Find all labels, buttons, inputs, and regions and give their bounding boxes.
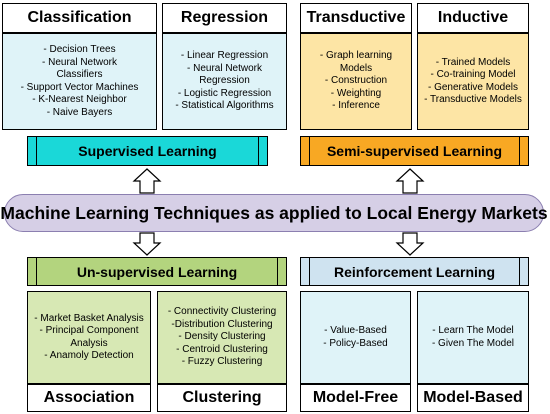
model-based-title: Model-Based [417, 384, 529, 412]
banner-tab-left [28, 137, 37, 165]
down-arrow-right [395, 232, 425, 256]
ml-techniques-label: Machine Learning Techniques as applied t… [0, 202, 548, 223]
semi-supervised-learning-banner: Semi-supervised Learning [300, 136, 529, 166]
list-item: - Co-training Model [430, 69, 516, 80]
classification-items: - Decision Trees- Neural Network Classif… [2, 33, 157, 130]
list-item: - Value-Based [324, 325, 387, 336]
ml-techniques-oval: Machine Learning Techniques as applied t… [0, 194, 548, 232]
regression-items: - Linear Regression- Neural Network Regr… [162, 33, 287, 130]
transductive-items: - Graph learning Models- Construction- W… [300, 33, 412, 130]
semi-supervised-learning-label: Semi-supervised Learning [326, 143, 503, 159]
model-based-items: - Learn The Model- Given The Model [417, 291, 529, 384]
banner-tab-right [258, 137, 267, 165]
list-item: - Density Clustering [178, 331, 266, 343]
association-items: - Market Basket Analysis- Principal Comp… [27, 291, 151, 384]
down-arrow-left [132, 232, 162, 256]
banner-tab-right [277, 258, 286, 285]
list-item: - Inference [332, 100, 380, 112]
list-item: - Naive Bayers [46, 106, 113, 118]
list-item: - Transductive Models [424, 94, 522, 105]
list-item: - Generative Models [427, 81, 519, 93]
classification-title: Classification [2, 3, 157, 33]
list-item: - Principal Component Analysis [39, 325, 139, 349]
unsupervised-learning-label: Un-supervised Learning [76, 263, 238, 280]
banner-tab-right [519, 137, 528, 165]
supervised-learning-banner: Supervised Learning [27, 136, 268, 166]
list-item: - Weighting [330, 87, 382, 99]
list-item: - Neural Network Regression [186, 62, 263, 87]
list-item: - Construction [324, 75, 388, 87]
list-item: - Decision Trees [43, 44, 116, 55]
list-item: - Statistical Algorithms [175, 100, 274, 112]
list-item: - Logistic Regression [177, 87, 272, 99]
list-item: - Neural Network Classifiers [41, 56, 118, 81]
banner-tab-left [301, 258, 310, 285]
model-free-title: Model-Free [300, 384, 411, 412]
list-item: - Graph learning Models [319, 50, 393, 74]
clustering-title: Clustering [157, 384, 287, 412]
up-arrow-left [132, 168, 162, 194]
banner-tab-right [519, 258, 528, 285]
banner-tab-left [301, 137, 310, 165]
list-item: - Anamoly Detection [44, 350, 134, 361]
reinforcement-learning-label: Reinforcement Learning [333, 263, 496, 280]
unsupervised-learning-banner: Un-supervised Learning [27, 257, 287, 286]
association-title: Association [27, 384, 151, 412]
list-item: -Distribution Clustering [171, 318, 273, 330]
banner-tab-left [28, 258, 37, 285]
list-item: - Support Vector Machines [20, 81, 139, 93]
list-item: - Market Basket Analysis [34, 312, 144, 324]
list-item: - Linear Regression [180, 50, 269, 62]
list-item: - Given The Model [431, 337, 515, 349]
transductive-title: Transductive [300, 3, 412, 33]
model-free-items: - Value-Based- Policy-Based [300, 291, 411, 384]
clustering-items: - Connectivity Clustering-Distribution C… [157, 291, 287, 384]
inductive-items: - Trained Models- Co-training Model- Gen… [417, 33, 529, 130]
reinforcement-learning-banner: Reinforcement Learning [300, 257, 529, 286]
list-item: - Policy-Based [323, 337, 388, 349]
list-item: - Connectivity Clustering [167, 306, 277, 318]
up-arrow-right [395, 168, 425, 194]
list-item: - Centroid Clustering [176, 343, 268, 355]
list-item: - Learn The Model [432, 325, 514, 336]
inductive-title: Inductive [417, 3, 529, 33]
supervised-learning-label: Supervised Learning [78, 143, 217, 159]
list-item: - K-Nearest Neighbor [32, 94, 127, 105]
list-item: - Fuzzy Clustering [181, 356, 263, 368]
list-item: - Trained Models [435, 56, 511, 68]
regression-title: Regression [162, 3, 287, 33]
